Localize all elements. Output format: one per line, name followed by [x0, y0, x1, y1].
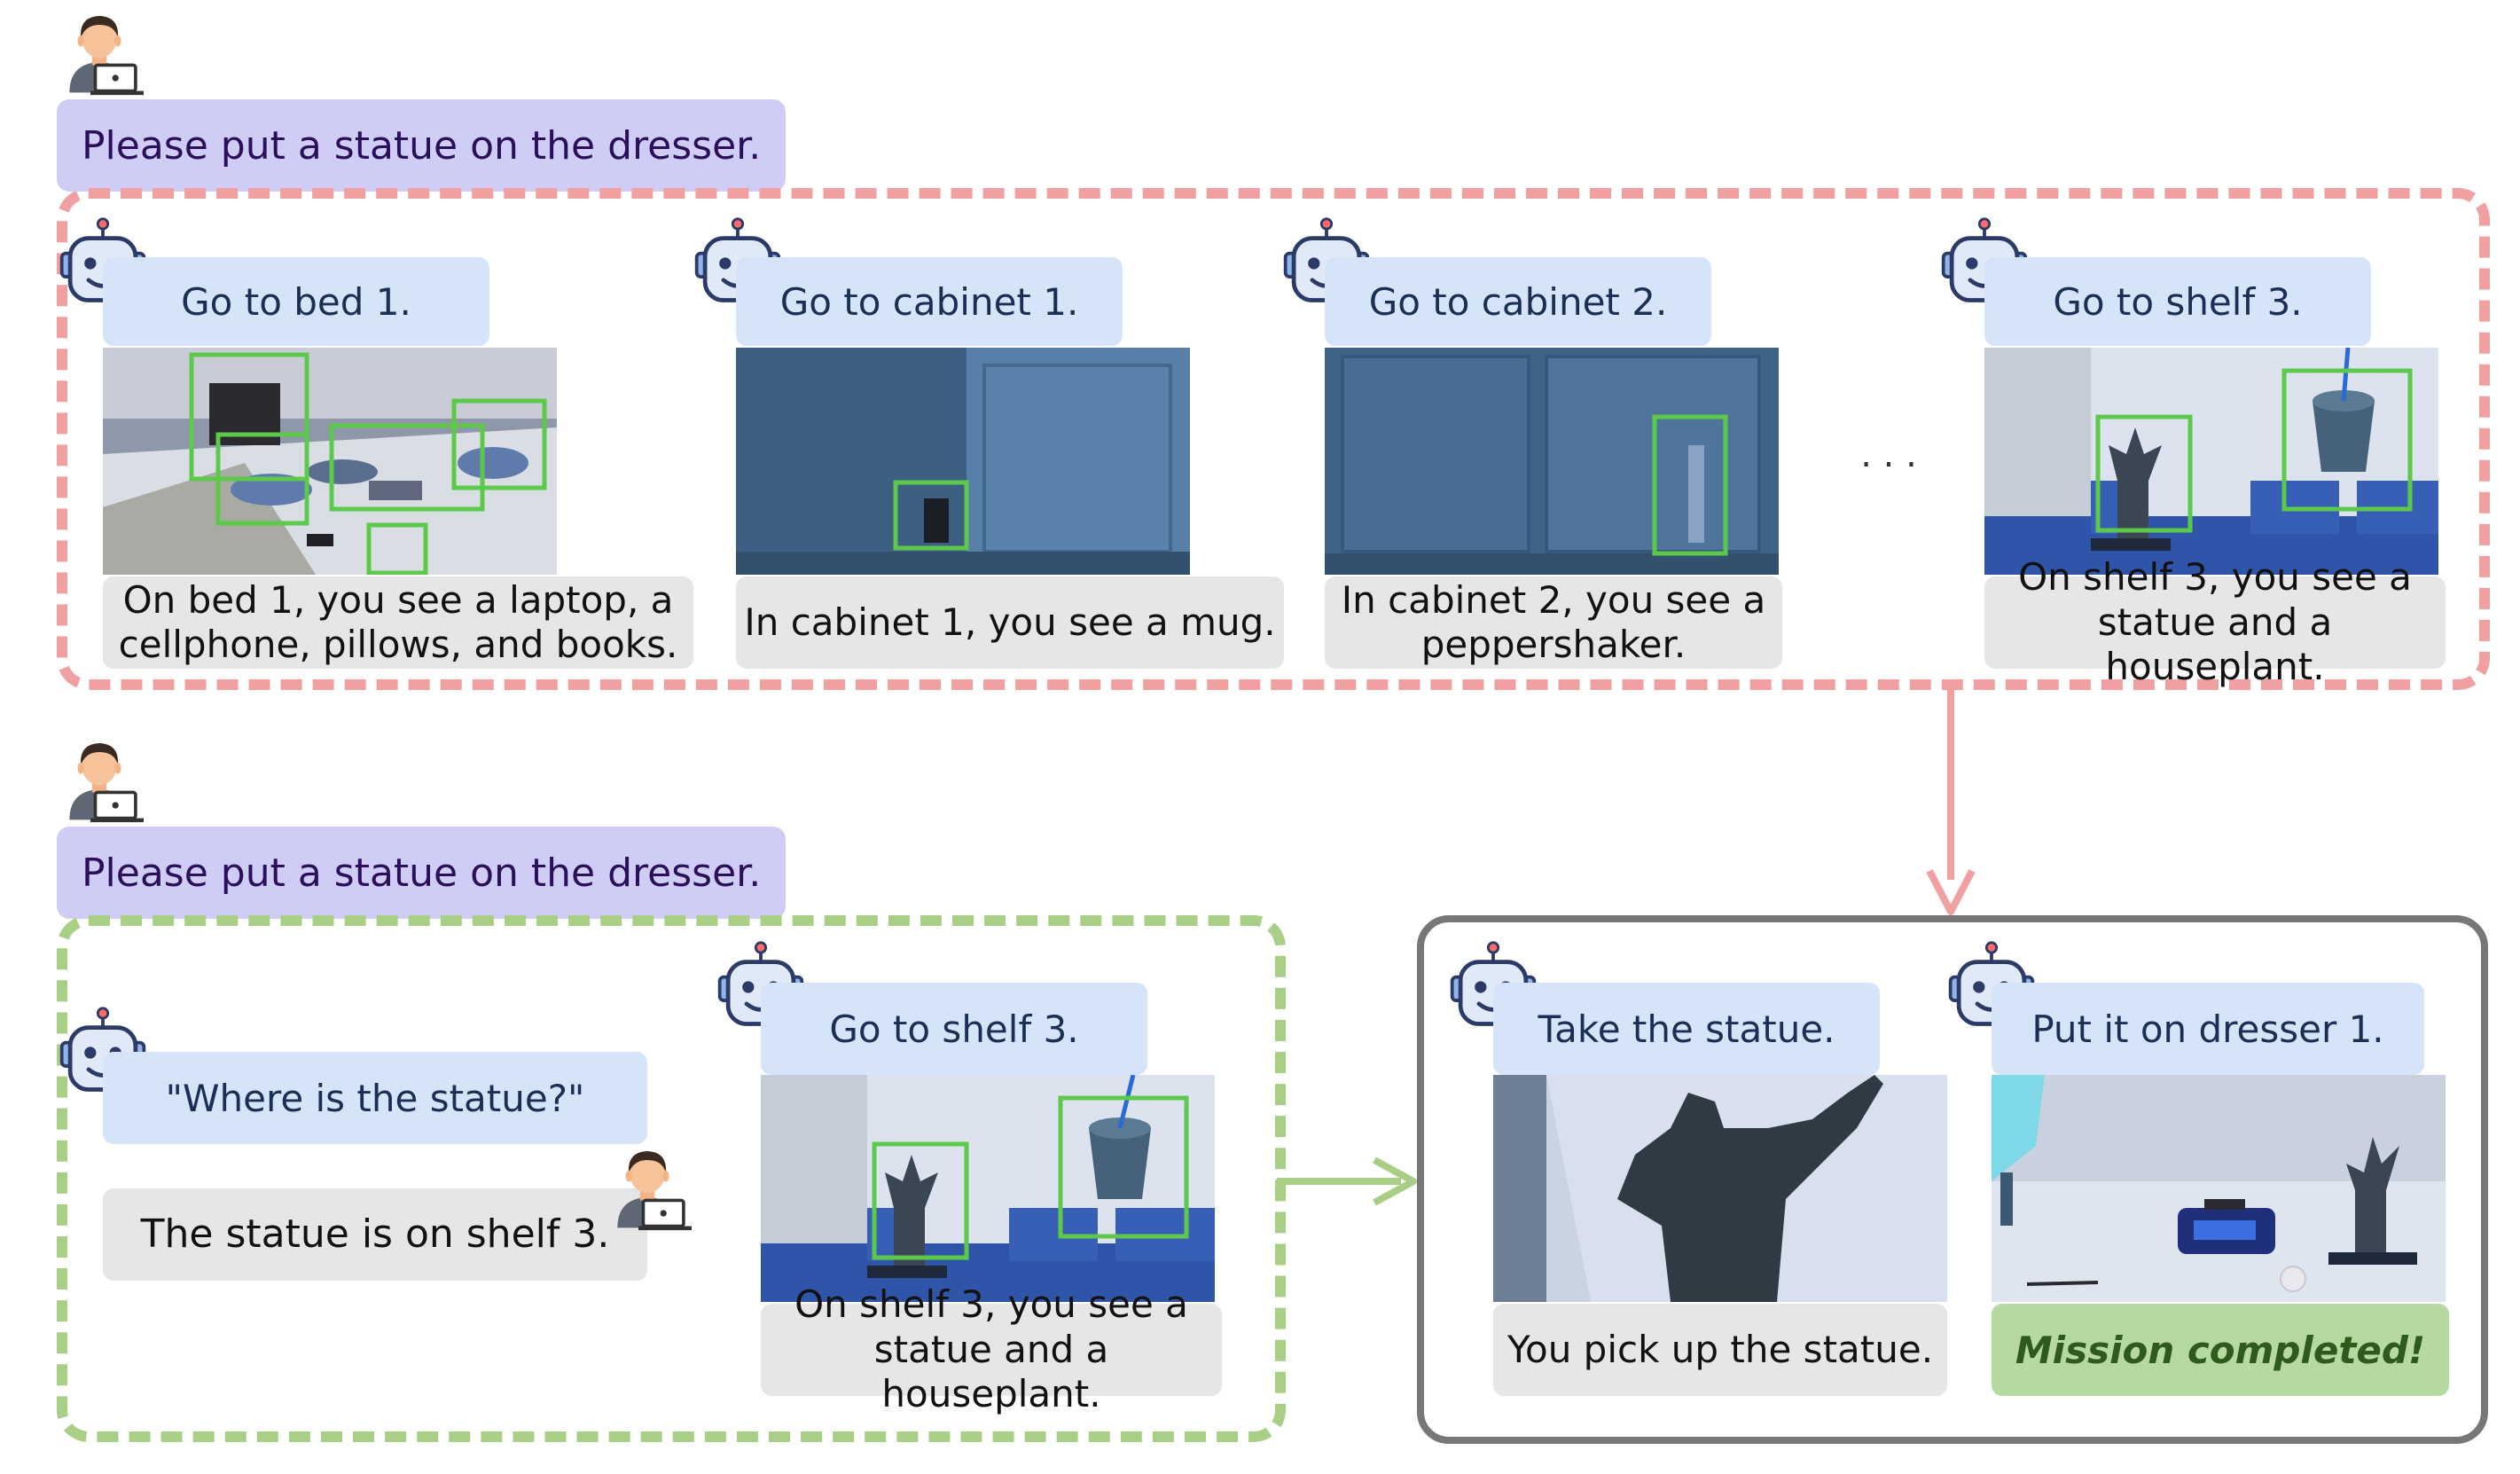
- user-laptop-icon: [603, 1142, 692, 1231]
- action-bubble: Go to shelf 3.: [1984, 257, 2371, 346]
- execution-box: [1417, 915, 2488, 1444]
- scene-cabinet-2: [1325, 348, 1779, 575]
- scene-take-statue: [1493, 1075, 1947, 1302]
- green-arrow: [1277, 1156, 1417, 1206]
- scene-bed-1: [103, 348, 557, 575]
- scene-shelf-3: [1984, 348, 2438, 575]
- ellipsis: . . .: [1860, 435, 1917, 475]
- action-bubble: Go to cabinet 1.: [736, 257, 1123, 346]
- user-laptop-icon: [55, 7, 144, 96]
- red-arrow: [1926, 685, 1976, 915]
- action-bubble: Take the statue.: [1493, 983, 1880, 1075]
- user-laptop-icon: [55, 734, 144, 823]
- observation-bubble: On shelf 3, you see a statue and a house…: [761, 1282, 1222, 1415]
- observation-bubble: On shelf 3, you see a statue and a house…: [1984, 555, 2446, 688]
- action-bubble: Put it on dresser 1.: [1992, 983, 2424, 1075]
- action-bubble: Go to shelf 3.: [761, 983, 1147, 1075]
- observation-bubble: On bed 1, you see a laptop, a cellphone,…: [103, 576, 693, 669]
- observation-bubble: In cabinet 1, you see a mug.: [736, 576, 1284, 669]
- question-bubble: "Where is the statue?": [103, 1052, 647, 1144]
- mission-completed-bubble: Mission completed!: [1992, 1304, 2449, 1396]
- instruction-bubble: Please put a statue on the dresser.: [57, 99, 786, 192]
- observation-bubble: In cabinet 2, you see a peppershaker.: [1325, 576, 1782, 669]
- action-bubble: Go to cabinet 2.: [1325, 257, 1711, 346]
- observation-bubble: You pick up the statue.: [1493, 1304, 1947, 1396]
- scene-dresser-1: [1992, 1075, 2446, 1302]
- action-bubble: Go to bed 1.: [103, 257, 489, 346]
- exploration-box: [57, 188, 2490, 690]
- answer-bubble: The statue is on shelf 3.: [103, 1188, 647, 1281]
- scene-shelf-3: [761, 1075, 1215, 1302]
- instruction-bubble: Please put a statue on the dresser.: [57, 827, 786, 919]
- scene-cabinet-1: [736, 348, 1190, 575]
